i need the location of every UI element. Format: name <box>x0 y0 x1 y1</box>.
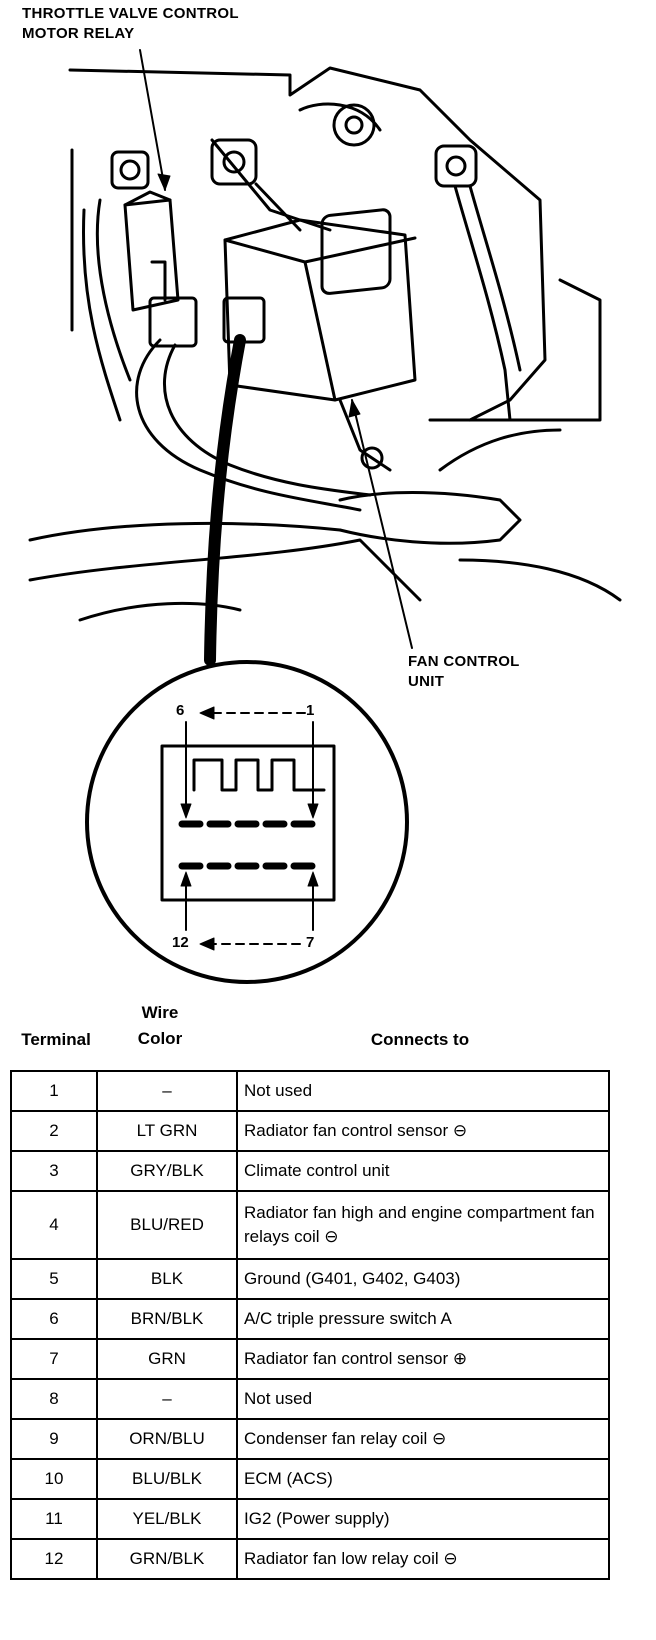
connects-to-cell: Condenser fan relay coil ⊖ <box>236 1418 610 1460</box>
wire-color-cell: BLU/BLK <box>96 1458 238 1500</box>
terminal-cell: 1 <box>10 1070 98 1112</box>
pin-label-12: 12 <box>172 934 189 951</box>
wire-color-cell: YEL/BLK <box>96 1498 238 1540</box>
pin-label-7: 7 <box>306 934 315 951</box>
wire-color-cell: ORN/BLU <box>96 1418 238 1460</box>
table-row: 8–Not used <box>10 1378 610 1420</box>
connects-to-cell: ECM (ACS) <box>236 1458 610 1500</box>
terminal-header: Terminal <box>21 1030 91 1049</box>
wire-color-cell: BLK <box>96 1258 238 1300</box>
connects-to-header: Connects to <box>370 1030 470 1049</box>
relay-label: THROTTLE VALVE CONTROL MOTOR RELAY <box>22 4 239 44</box>
connects-to-cell: Radiator fan control sensor ⊕ <box>236 1338 610 1380</box>
wire-color-cell: GRN/BLK <box>96 1538 238 1580</box>
connector-detail-circle <box>85 660 409 984</box>
connects-to-cell: Not used <box>236 1070 610 1112</box>
bolt-center <box>210 138 258 186</box>
connects-to-cell: Radiator fan control sensor ⊖ <box>236 1110 610 1152</box>
connects-to-cell: Not used <box>236 1378 610 1420</box>
connects-to-cell: Ground (G401, G402, G403) <box>236 1258 610 1300</box>
connector-face <box>160 744 336 902</box>
terminal-cell: 12 <box>10 1538 98 1580</box>
terminal-cell: 6 <box>10 1298 98 1340</box>
terminal-cell: 5 <box>10 1258 98 1300</box>
wire-color-cell: GRY/BLK <box>96 1150 238 1192</box>
fan-unit-label: FAN CONTROL UNIT <box>408 652 520 692</box>
connects-to-cell: Radiator fan high and engine compartment… <box>236 1190 610 1260</box>
wire-color-cell: LT GRN <box>96 1110 238 1152</box>
pin-label-6: 6 <box>176 702 185 719</box>
wire-color-header: Wire Color <box>110 1000 210 1052</box>
wire-color-cell: – <box>96 1070 238 1112</box>
engine-bay-illustration <box>28 49 622 984</box>
connector-locking-tabs <box>192 758 326 792</box>
wire-color-cell: GRN <box>96 1338 238 1380</box>
bolt-right <box>434 144 478 188</box>
terminal-cell: 4 <box>10 1190 98 1260</box>
fan-unit-connector <box>222 296 266 344</box>
terminal-cell: 2 <box>10 1110 98 1152</box>
bolt-left <box>110 150 150 190</box>
relay-label-line1: THROTTLE VALVE CONTROL <box>22 5 239 22</box>
terminal-cell: 9 <box>10 1418 98 1460</box>
throttle-relay <box>123 190 180 312</box>
terminal-cell: 11 <box>10 1498 98 1540</box>
wire-color-cell: – <box>96 1378 238 1420</box>
connects-to-cell: A/C triple pressure switch A <box>236 1298 610 1340</box>
wire-color-cell: BLU/RED <box>96 1190 238 1260</box>
wire-header-bottom: Color <box>137 1029 183 1048</box>
connects-to-cell: IG2 (Power supply) <box>236 1498 610 1540</box>
terminal-cell: 3 <box>10 1150 98 1192</box>
connects-to-cell: Climate control unit <box>236 1150 610 1192</box>
fan-unit-label-line1: FAN CONTROL <box>408 653 520 670</box>
terminal-cell: 7 <box>10 1338 98 1380</box>
bolt-lower <box>360 446 384 470</box>
fan-unit-label-line2: UNIT <box>408 673 445 690</box>
terminal-cell: 10 <box>10 1458 98 1500</box>
wire-header-top: Wire <box>141 1003 179 1022</box>
fan-control-unit <box>223 208 417 402</box>
connects-to-cell: Radiator fan low relay coil ⊖ <box>236 1538 610 1580</box>
pin-label-1: 1 <box>306 702 315 719</box>
terminal-cell: 8 <box>10 1378 98 1420</box>
table-row: 1–Not used <box>10 1070 610 1112</box>
relay-label-line2: MOTOR RELAY <box>22 25 135 42</box>
wire-color-cell: BRN/BLK <box>96 1298 238 1340</box>
